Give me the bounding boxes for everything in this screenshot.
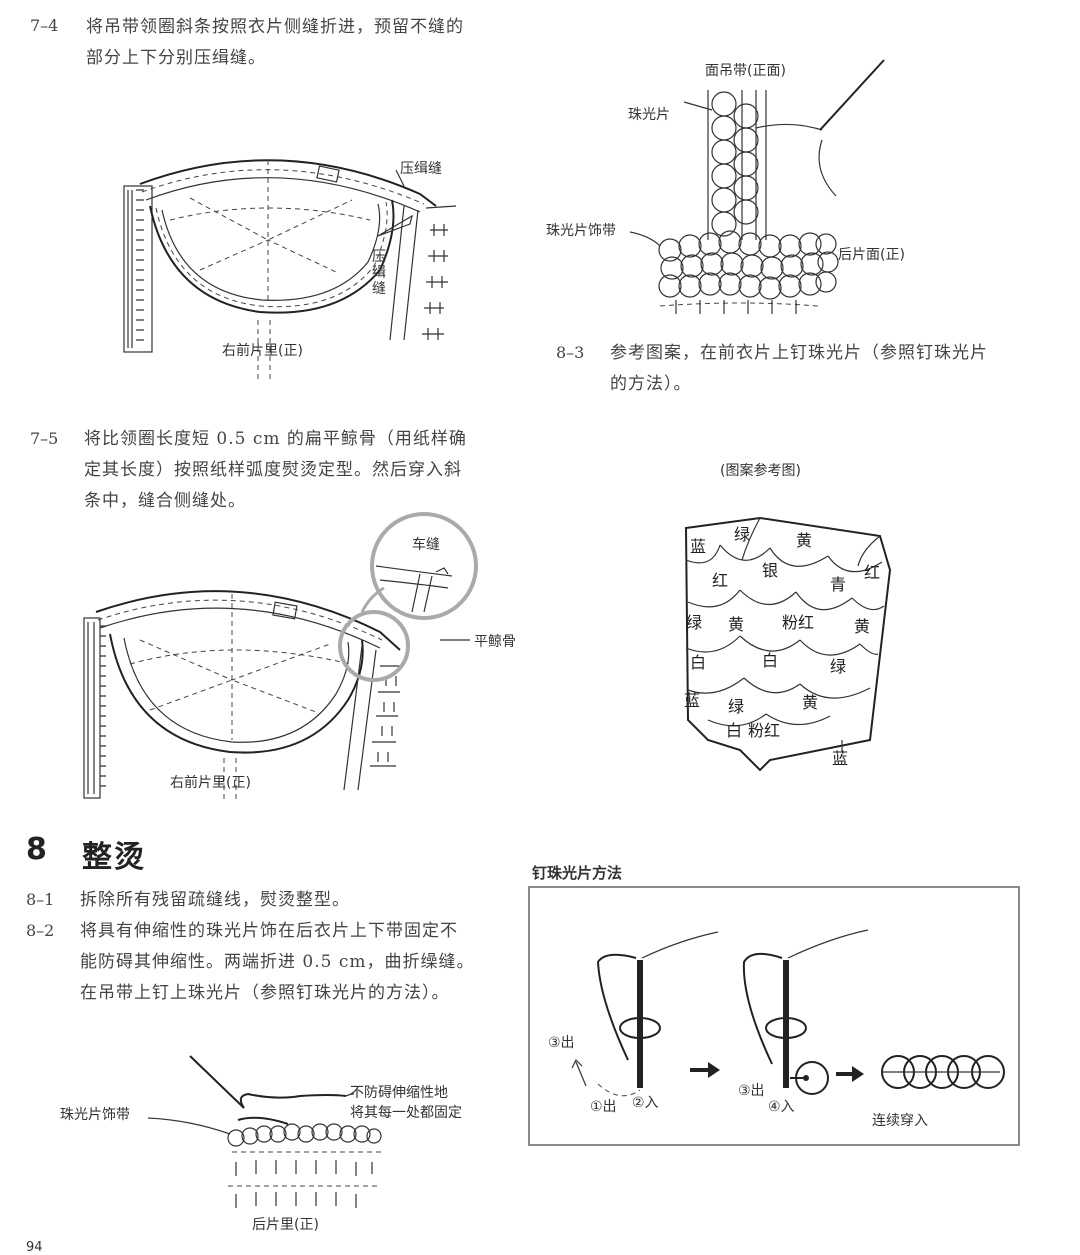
pattern-color-6: 青 [830, 575, 846, 594]
pattern-color-7: 红 [864, 563, 880, 582]
step-8-3-line-1: 参考图案，在前衣片上钉珠光片（参照钉珠光片 [610, 343, 988, 363]
step-7-5-line-2: 定其长度）按照纸样弧度熨烫定型。然后穿入斜 [84, 460, 462, 480]
fig-7-4-topstitch-vertical-2: 缉 [372, 265, 386, 281]
method-label-continuous: 连续穿入 [872, 1113, 928, 1129]
pattern-color-19: 粉红 [748, 721, 780, 740]
step-7-4-number: 7–4 [30, 16, 59, 35]
step-8-2-line-1: 将具有伸缩性的珠光片饰在后衣片上下带固定不 [80, 921, 458, 941]
method-label-in-4: ④入 [768, 1099, 795, 1115]
pattern-color-18: 白 [726, 721, 742, 740]
fig-8-2-note-line-2: 将其每一处都固定 [350, 1105, 462, 1121]
fig-8-3-sequin-label: 珠光片 [628, 107, 670, 123]
step-8-2-line-3: 在吊带上钉上珠光片（参照钉珠光片的方法）。 [80, 983, 450, 1003]
pattern-color-8: 绿 [686, 613, 702, 632]
pattern-color-13: 白 [762, 651, 778, 670]
section-8-number: 8 [26, 832, 47, 867]
step-7-5-line-3: 条中，缝合侧缝处。 [84, 491, 246, 511]
fig-7-5-stitch-label: 车缝 [412, 537, 440, 553]
method-box-title: 钉珠光片方法 [532, 864, 623, 882]
fig-7-4-topstitch-label: 压缉缝 [400, 161, 442, 177]
step-7-5-line-1: 将比领圈长度短 0.5 cm 的扁平鲸骨（用纸样确 [84, 429, 467, 449]
step-8-3-line-2: 的方法）。 [610, 374, 692, 394]
step-8-3-number: 8–3 [556, 343, 585, 362]
pattern-color-15: 蓝 [684, 691, 700, 710]
pattern-color-3: 黄 [796, 531, 812, 550]
step-8-1-number: 8–1 [26, 890, 55, 909]
fig-8-3-strap-front-label: 面吊带(正面) [705, 63, 786, 79]
pattern-color-4: 红 [712, 571, 728, 590]
pattern-color-16: 绿 [728, 697, 744, 716]
page-number: 94 [26, 1240, 43, 1255]
fig-8-2-note-line-1: 不防碍伸缩性地 [350, 1085, 448, 1101]
fig-8-3-back-piece-label: 后片面(正) [838, 247, 905, 263]
fig-8-2-back-inner-label: 后片里(正) [252, 1217, 319, 1233]
method-label-out-1: ①出 [590, 1099, 617, 1115]
pattern-color-17: 黄 [802, 693, 818, 712]
step-7-5-number: 7–5 [30, 429, 59, 448]
pattern-color-2: 绿 [734, 525, 750, 544]
fig-7-5-right-front-label: 右前片里(正) [170, 775, 251, 791]
pattern-color-1: 蓝 [690, 537, 706, 556]
section-8-title: 整烫 [82, 840, 146, 875]
pattern-caption: (图案参考图) [720, 463, 801, 479]
step-8-1-line-1: 拆除所有残留疏缝线，熨烫整型。 [80, 890, 350, 910]
pattern-color-9: 黄 [728, 615, 744, 634]
pattern-color-14: 绿 [830, 657, 846, 676]
method-label-out-3-b: ③出 [738, 1083, 765, 1099]
fig-7-5-boning-label: 平鲸骨 [474, 634, 516, 650]
fig-8-2-sequin-trim-label: 珠光片饰带 [60, 1107, 130, 1123]
fig-7-4-topstitch-vertical-3: 缝 [372, 281, 386, 297]
step-7-4-line-2: 部分上下分别压缉缝。 [86, 48, 266, 68]
pattern-color-5: 银 [762, 561, 778, 580]
pattern-color-20: 蓝 [832, 749, 848, 768]
fig-8-3-sequin-trim-label: 珠光片饰带 [546, 223, 616, 239]
pattern-color-11: 黄 [854, 617, 870, 636]
fig-7-4-right-front-label: 右前片里(正) [222, 343, 303, 359]
method-label-in-2: ②入 [632, 1095, 659, 1111]
method-label-out-3-a: ③出 [548, 1035, 575, 1051]
step-8-2-line-2: 能防碍其伸缩性。两端折进 0.5 cm，曲折缲缝。 [80, 952, 475, 972]
pattern-color-10: 粉红 [782, 613, 814, 632]
pattern-color-12: 白 [690, 653, 706, 672]
step-7-4-line-1: 将吊带领圈斜条按照衣片侧缝折进，预留不缝的 [86, 17, 464, 37]
step-8-2-number: 8–2 [26, 921, 55, 940]
fig-7-4-topstitch-vertical-1: 压 [372, 249, 386, 265]
